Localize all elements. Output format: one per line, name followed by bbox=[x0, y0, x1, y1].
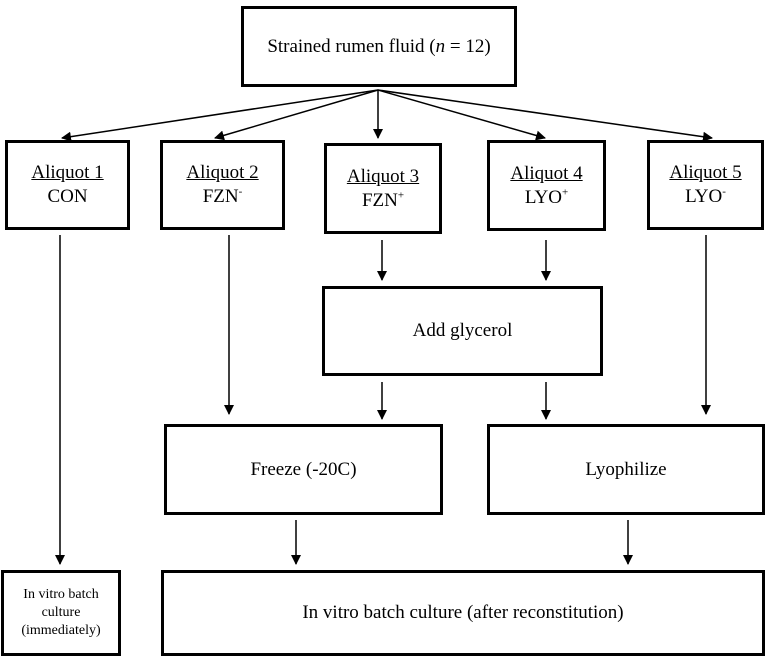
arrow-top-to-aliquot-5 bbox=[377, 89, 713, 142]
aliquot-4-box: Aliquot 4 LYO+ bbox=[487, 140, 606, 231]
strained-rumen-fluid-label: Strained rumen fluid (n = 12) bbox=[267, 35, 491, 57]
aliquot-2-title: Aliquot 2 bbox=[186, 162, 259, 183]
aliquot-3-title: Aliquot 3 bbox=[346, 165, 420, 187]
lyophilize-box: Lyophilize bbox=[487, 424, 765, 515]
lyophilize-label: Lyophilize bbox=[585, 458, 667, 480]
reconstitution-culture-box: In vitro batch culture (after reconstitu… bbox=[161, 570, 765, 656]
aliquot-1-title: Aliquot 1 bbox=[31, 162, 104, 183]
arrow-top-to-aliquot-2 bbox=[214, 89, 379, 141]
immediate-culture-line-1: In vitro batch bbox=[23, 587, 99, 602]
aliquot-3-code: FZN+ bbox=[361, 189, 405, 211]
arrow-top-to-aliquot-4 bbox=[377, 89, 546, 141]
aliquot-4-title: Aliquot 4 bbox=[510, 162, 583, 184]
add-glycerol-box: Add glycerol bbox=[322, 286, 603, 376]
add-glycerol-label: Add glycerol bbox=[412, 320, 513, 341]
aliquot-5-code: LYO- bbox=[685, 185, 726, 207]
freeze-box: Freeze (-20C) bbox=[164, 424, 443, 515]
immediate-culture-line-3: (immediately) bbox=[21, 623, 101, 638]
aliquot-1-code: CON bbox=[47, 186, 88, 207]
aliquot-1-box: Aliquot 1 CON bbox=[5, 140, 130, 230]
arrow-top-to-aliquot-1 bbox=[61, 89, 379, 142]
immediate-culture-box: In vitro batch culture (immediately) bbox=[1, 570, 121, 656]
aliquot-5-title: Aliquot 5 bbox=[669, 162, 742, 183]
aliquot-5-box: Aliquot 5 LYO- bbox=[647, 140, 764, 230]
strained-rumen-fluid-box: Strained rumen fluid (n = 12) bbox=[241, 6, 517, 87]
aliquot-3-box: Aliquot 3 FZN+ bbox=[324, 143, 442, 234]
immediate-culture-line-2: culture bbox=[41, 605, 81, 620]
reconstitution-culture-label: In vitro batch culture (after reconstitu… bbox=[302, 602, 624, 623]
aliquot-4-code: LYO+ bbox=[524, 186, 569, 208]
freeze-label: Freeze (-20C) bbox=[250, 458, 357, 480]
aliquot-2-box: Aliquot 2 FZN- bbox=[160, 140, 285, 230]
aliquot-2-code: FZN- bbox=[202, 185, 243, 207]
